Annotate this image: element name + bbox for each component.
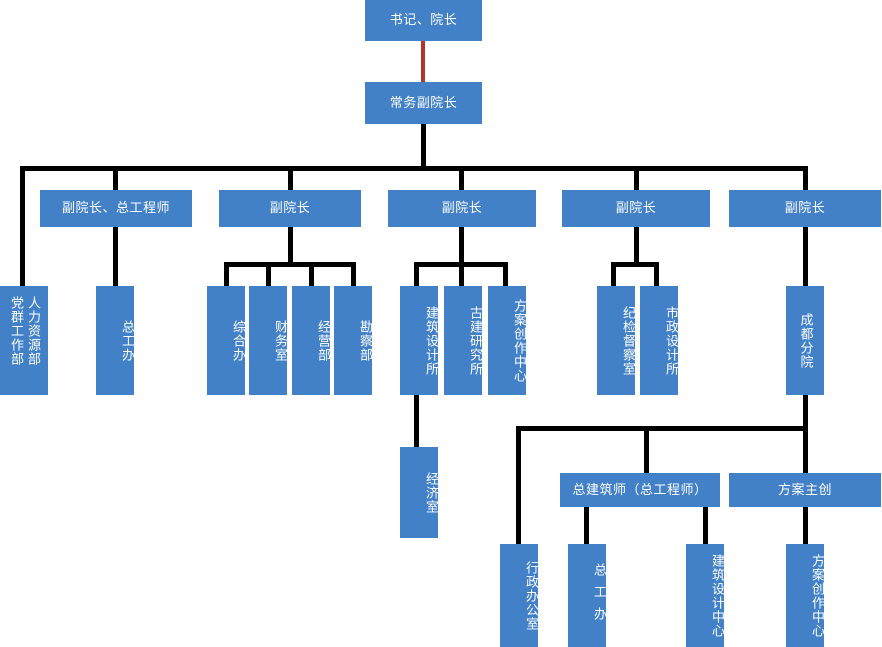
connector-vp-bus <box>20 166 806 171</box>
connector-scheme-lead-drop <box>803 506 808 544</box>
connector-vp2-bus <box>224 262 356 267</box>
connector-chengdu-stem <box>803 395 808 430</box>
connector-vp2-drop-2 <box>266 262 271 286</box>
node-economics-office[interactable]: 经济室 <box>400 447 439 538</box>
connector-vp4-drop-1 <box>611 262 616 286</box>
connector-vp2-drop-3 <box>309 262 314 286</box>
connector-chengdu-drop-scheme-lead <box>803 426 808 473</box>
node-chief-architect[interactable]: 总建筑师（总工程师） <box>560 473 720 507</box>
node-finance-office[interactable]: 财务室 <box>249 286 288 395</box>
connector-chief-architect-drop-1 <box>584 506 589 544</box>
node-hr-dept-label: 人力资源部 <box>25 296 41 366</box>
node-scheme-lead-designer[interactable]: 方案主创 <box>729 473 881 507</box>
node-vp-3[interactable]: 副院长 <box>388 190 536 227</box>
node-architecture-design-center[interactable]: 建筑设计中心 <box>686 544 725 647</box>
node-secretary-president[interactable]: 书记、院长 <box>365 0 482 41</box>
node-vp-5[interactable]: 副院长 <box>729 190 881 227</box>
node-survey-dept[interactable]: 勘察部 <box>334 286 373 395</box>
connector-vp5-to-chengdu <box>803 226 808 286</box>
connector-vp3-stem <box>459 226 464 264</box>
node-operations-dept[interactable]: 经营部 <box>292 286 331 395</box>
node-chengdu-branch[interactable]: 成都分院 <box>786 286 824 395</box>
connector-vp3-drop-1 <box>414 262 419 286</box>
connector-bus-drop-vp2 <box>288 166 293 191</box>
connector-vp4-stem <box>634 226 639 264</box>
node-discipline-inspection-office[interactable]: 纪检督察室 <box>597 286 636 395</box>
connector-chief-architect-drop-2 <box>703 506 708 544</box>
node-executive-vice-president[interactable]: 常务副院长 <box>365 82 482 124</box>
connector-bus-drop-vp3 <box>459 166 464 191</box>
node-municipal-design-institute[interactable]: 市政设计所 <box>640 286 679 395</box>
node-architecture-design-institute[interactable]: 建筑设计所 <box>400 286 439 395</box>
connector-vp4-bus <box>611 262 659 267</box>
connector-bus-drop-vp1 <box>113 166 118 191</box>
node-general-office[interactable]: 综合办 <box>207 286 246 395</box>
node-vp-2[interactable]: 副院长 <box>219 190 361 227</box>
node-vp-4[interactable]: 副院长 <box>562 190 710 227</box>
connector-vp1-to-chief-eng-office <box>113 226 118 286</box>
node-ancient-architecture-institute[interactable]: 古建研究所 <box>444 286 483 395</box>
node-administrative-office[interactable]: 行政办公室 <box>500 544 539 647</box>
node-chief-engineer-office[interactable]: 总工办 <box>96 286 135 395</box>
connector-bus-drop-vp4 <box>634 166 639 191</box>
connector-vp4-drop-2 <box>654 262 659 286</box>
connector-vp3-drop-3 <box>503 262 508 286</box>
connector-vp2-drop-4 <box>351 262 356 286</box>
connector-exec-vp-stem <box>421 124 426 169</box>
connector-vp2-stem <box>288 226 293 264</box>
node-party-work-dept-label: 党群工作部 <box>9 296 24 366</box>
node-chief-engineer-office-chengdu[interactable]: 总工办 <box>568 544 607 647</box>
connector-bus-drop-vp5 <box>803 166 808 191</box>
connector-bus-drop-far-left <box>20 166 25 286</box>
connector-vp2-drop-1 <box>224 262 229 286</box>
node-hr-and-party-work[interactable]: 人力资源部 党群工作部 <box>0 286 48 395</box>
node-scheme-creation-center[interactable]: 方案创作中心 <box>488 286 527 395</box>
connector-chengdu-drop-chief-architect <box>644 426 649 473</box>
dual-column-wrap: 人力资源部 党群工作部 <box>0 286 48 395</box>
connector-vp3-drop-2 <box>459 262 464 286</box>
node-vp-chief-engineer[interactable]: 副院长、总工程师 <box>40 190 192 227</box>
connector-arch-institute-to-economics <box>414 395 419 447</box>
connector-chengdu-drop-admin <box>516 426 521 544</box>
connector-chengdu-bus <box>516 426 808 431</box>
connector-president-to-exec-vp <box>421 40 425 82</box>
node-scheme-creation-center-chengdu[interactable]: 方案创作中心 <box>786 544 825 647</box>
